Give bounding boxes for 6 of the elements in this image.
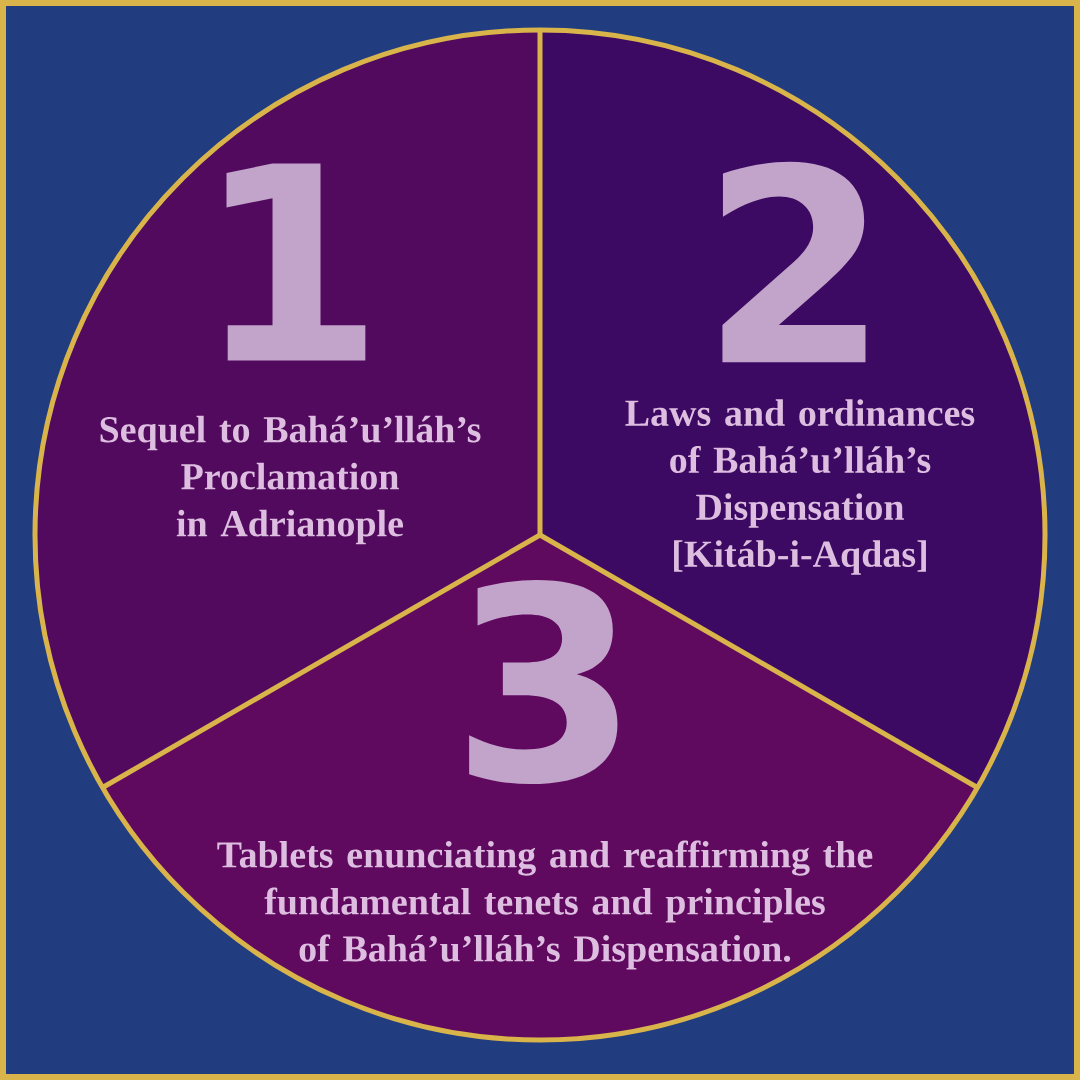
sector-description: Tablets enunciating and reaffirming the fundamental tenets and principles of Bahá’u’lláh’s Dispensation. <box>217 840 873 970</box>
sector-number: 2 <box>722 161 866 363</box>
sector-description: Laws and ordinances of Bahá’u’lláh’s Dispensation [Kitáb-i-Aqdas] <box>625 399 975 575</box>
sector-number: 3 <box>469 579 618 785</box>
sector-description: Sequel to Bahá’u’lláh’s Proclamation in Adrianople <box>100 415 481 545</box>
sector-number: 1 <box>226 163 366 361</box>
